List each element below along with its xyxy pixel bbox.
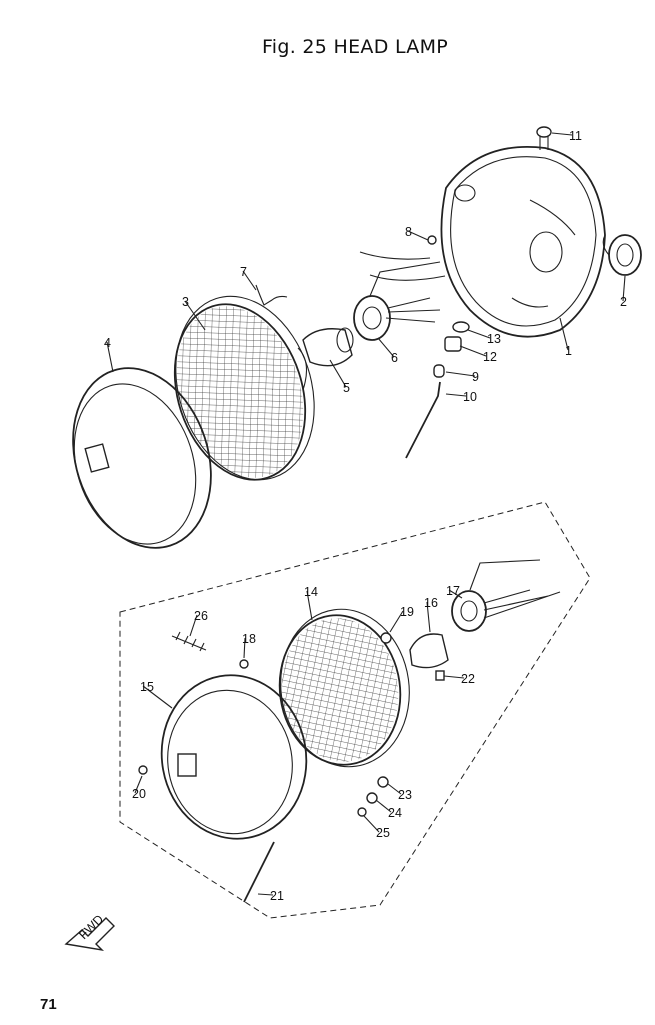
leader-line-2 (622, 275, 626, 302)
part-label-10: 10 (463, 390, 477, 404)
sealed-beam-unit (173, 295, 315, 481)
leader-line-7 (242, 270, 257, 291)
fwd-arrow-icon: FWD (64, 912, 115, 952)
part-labels: 1234567891011121314151617181920212223242… (104, 129, 627, 903)
part-label-9: 9 (472, 370, 479, 384)
alternate-type-outline (119, 501, 591, 919)
pilot-lamp (536, 126, 552, 150)
headlamp-shell (440, 146, 606, 338)
part-label-22: 22 (461, 672, 475, 686)
leader-line-1 (559, 317, 569, 351)
leader-line-22 (443, 675, 465, 679)
nut-19 (380, 632, 392, 644)
part-label-15: 15 (140, 680, 154, 694)
grommet-13 (452, 321, 470, 333)
nut-23 (377, 776, 389, 788)
part-label-17: 17 (446, 584, 460, 598)
leader-line-4 (106, 341, 114, 373)
leader-line-13 (467, 329, 491, 339)
leader-line-15 (142, 685, 173, 709)
rubber-grommet (602, 234, 642, 276)
leader-line-3 (184, 300, 206, 331)
bulb-holder (444, 336, 462, 352)
part-label-23: 23 (398, 788, 412, 802)
part-label-12: 12 (483, 350, 497, 364)
leader-line-16 (426, 601, 431, 633)
part-label-24: 24 (388, 806, 402, 820)
part-label-8: 8 (405, 225, 412, 239)
leader-line-21 (257, 893, 274, 896)
leader-line-25 (363, 815, 380, 833)
spring-clip (255, 284, 288, 306)
screw-18 (239, 659, 249, 669)
leader-line-10 (445, 393, 467, 397)
socket-harness (353, 251, 446, 341)
adjusting-spring (171, 631, 207, 652)
pilot-bulb (433, 364, 445, 378)
bracket-22 (435, 670, 445, 681)
part-label-18: 18 (242, 632, 256, 646)
part-label-26: 26 (194, 609, 208, 623)
washer-25 (357, 807, 367, 817)
part-label-20: 20 (132, 787, 146, 801)
lamp-rim (72, 367, 212, 549)
part-label-14: 14 (304, 585, 318, 599)
part-label-16: 16 (424, 596, 438, 610)
part-label-1: 1 (565, 344, 572, 358)
part-label-13: 13 (487, 332, 501, 346)
part-label-2: 2 (620, 295, 627, 309)
part-label-19: 19 (400, 605, 414, 619)
leader-line-24 (375, 799, 392, 813)
part-label-4: 4 (104, 336, 111, 350)
part-label-5: 5 (343, 381, 350, 395)
leader-line-9 (445, 371, 476, 377)
part-label-6: 6 (391, 351, 398, 365)
lamp-rim-alt (160, 674, 308, 840)
leader-line-18 (243, 637, 246, 659)
leader-line-6 (377, 337, 395, 358)
part-label-21: 21 (270, 889, 284, 903)
leader-line-5 (329, 359, 347, 388)
part-label-7: 7 (240, 265, 247, 279)
leader-line-8 (407, 230, 429, 241)
part-label-25: 25 (376, 826, 390, 840)
part-label-3: 3 (182, 295, 189, 309)
leader-line-14 (306, 590, 313, 621)
figure-title: Fig. 25 HEAD LAMP (261, 36, 449, 58)
leader-line-17 (448, 589, 463, 599)
pilot-cord (405, 381, 441, 459)
nut-8 (427, 235, 437, 245)
sealed-beam-unit-alt (278, 608, 410, 768)
part-label-11: 11 (569, 129, 582, 143)
leader-line-12 (459, 345, 487, 357)
leader-line-23 (387, 783, 402, 795)
screw-20 (138, 765, 148, 775)
long-bolt (243, 841, 275, 903)
leader-line-26 (189, 614, 198, 637)
leader-line-11 (551, 132, 573, 136)
page-number: 71 (40, 996, 57, 1013)
socket-harness-alt (409, 559, 561, 669)
leader-line-20 (134, 775, 143, 794)
bulb-socket (302, 327, 354, 367)
washer-24 (366, 792, 378, 804)
leader-line-19 (389, 610, 404, 633)
